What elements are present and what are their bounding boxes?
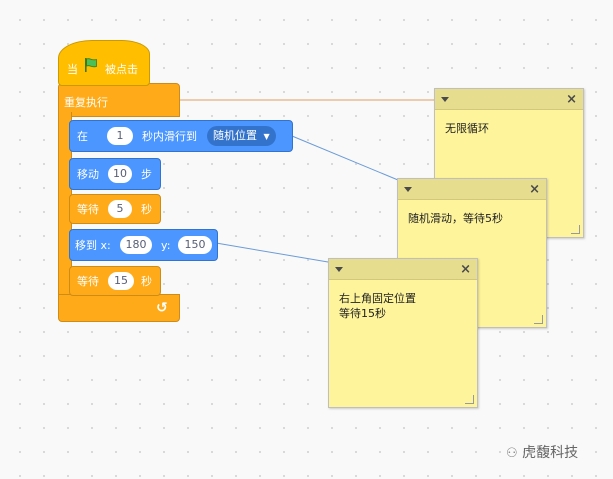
when-flag-clicked-block[interactable]: 当 被点击	[58, 40, 150, 86]
goto-x-input[interactable]: 180	[120, 236, 152, 254]
collapse-triangle-icon[interactable]	[404, 187, 412, 192]
wait1-secs-input[interactable]: 5	[108, 200, 132, 218]
note-1-header[interactable]: ×	[435, 89, 583, 110]
hat-prefix: 当	[67, 63, 78, 76]
move-steps-block[interactable]: 移动 10 步	[69, 158, 161, 190]
note-3-header[interactable]: ×	[329, 259, 477, 280]
wait-block-1[interactable]: 等待 5 秒	[69, 194, 161, 224]
move-prefix: 移动	[77, 168, 99, 181]
glide-prefix: 在	[77, 130, 88, 143]
green-flag-icon	[85, 58, 97, 72]
glide-target-dropdown[interactable]: 随机位置 ▼	[207, 126, 276, 146]
loop-arrow-icon: ↺	[156, 300, 168, 316]
collapse-triangle-icon[interactable]	[335, 267, 343, 272]
resize-handle-icon[interactable]	[534, 315, 543, 324]
move-steps-input[interactable]: 10	[108, 165, 132, 183]
glide-target-text: 随机位置	[213, 129, 257, 142]
resize-handle-icon[interactable]	[465, 395, 474, 404]
goto-y-label: y:	[161, 239, 171, 252]
resize-handle-icon[interactable]	[571, 225, 580, 234]
hat-suffix: 被点击	[105, 63, 138, 76]
wechat-icon: ⚇	[506, 446, 518, 461]
watermark: ⚇ 虎馥科技	[506, 442, 578, 462]
note-1-text[interactable]: 无限循环	[445, 122, 489, 135]
note-2-text[interactable]: 随机滑动，等待5秒	[408, 212, 503, 225]
watermark-text: 虎馥科技	[522, 445, 579, 461]
glide-secs-input[interactable]: 1	[107, 127, 133, 145]
wait-block-2[interactable]: 等待 15 秒	[69, 266, 161, 296]
goto-y-input[interactable]: 150	[178, 236, 212, 254]
note-3-text[interactable]: 右上角固定位置 等待15秒	[339, 292, 416, 320]
move-suffix: 步	[141, 168, 152, 181]
glide-to-block[interactable]: 在 1 秒内滑行到 随机位置 ▼	[69, 120, 293, 152]
close-icon[interactable]: ×	[460, 262, 471, 277]
close-icon[interactable]: ×	[529, 182, 540, 197]
go-to-xy-block[interactable]: 移到 x: 180 y: 150	[69, 229, 218, 261]
collapse-triangle-icon[interactable]	[441, 97, 449, 102]
close-icon[interactable]: ×	[566, 92, 577, 107]
wait2-prefix: 等待	[77, 275, 99, 288]
wait1-prefix: 等待	[77, 203, 99, 216]
comment-note-3[interactable]: × 右上角固定位置 等待15秒	[328, 258, 478, 408]
wait1-suffix: 秒	[141, 203, 152, 216]
forever-label: 重复执行	[64, 96, 108, 109]
goto-prefix: 移到 x:	[75, 239, 111, 252]
wait2-secs-input[interactable]: 15	[108, 272, 134, 290]
chevron-down-icon: ▼	[263, 132, 270, 141]
connector-glide	[291, 135, 399, 181]
glide-mid-text: 秒内滑行到	[142, 130, 197, 143]
wait2-suffix: 秒	[141, 275, 152, 288]
connector-goto	[215, 242, 329, 263]
note-2-header[interactable]: ×	[398, 179, 546, 200]
